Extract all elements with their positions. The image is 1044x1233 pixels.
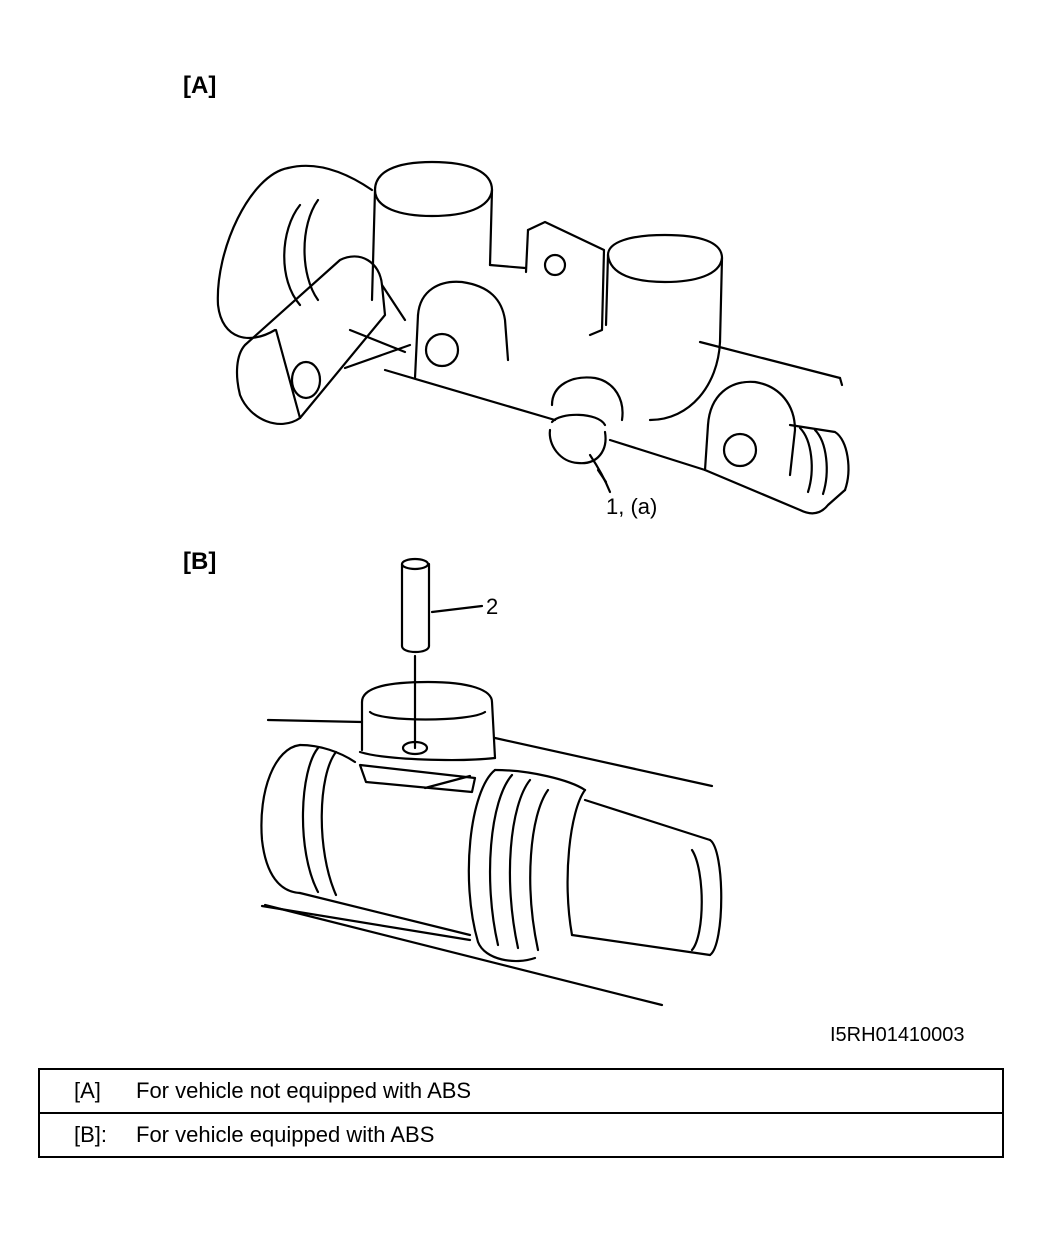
master-cylinder-abs	[260, 557, 723, 1007]
legend-row: [A] For vehicle not equipped with ABS	[40, 1070, 1002, 1112]
callout-1-leader	[596, 468, 608, 484]
legend-key: [A]	[74, 1078, 101, 1103]
callout-pin: 2	[486, 594, 499, 619]
figure-id: I5RH01410003	[830, 1024, 965, 1046]
legend-key: [B]:	[74, 1122, 108, 1147]
legend-text: For vehicle equipped with ABS	[136, 1122, 435, 1147]
panel-b-label: [B]	[183, 548, 217, 575]
panel-a-label: [A]	[183, 72, 217, 99]
callout-fitting: 1, (a)	[606, 494, 658, 519]
master-cylinder-no-abs	[216, 160, 850, 515]
legend-table: [A] For vehicle not equipped with ABS [B…	[38, 1068, 1004, 1158]
legend-row: [B]: For vehicle equipped with ABS	[40, 1112, 1002, 1156]
legend-text: For vehicle not equipped with ABS	[136, 1078, 472, 1103]
